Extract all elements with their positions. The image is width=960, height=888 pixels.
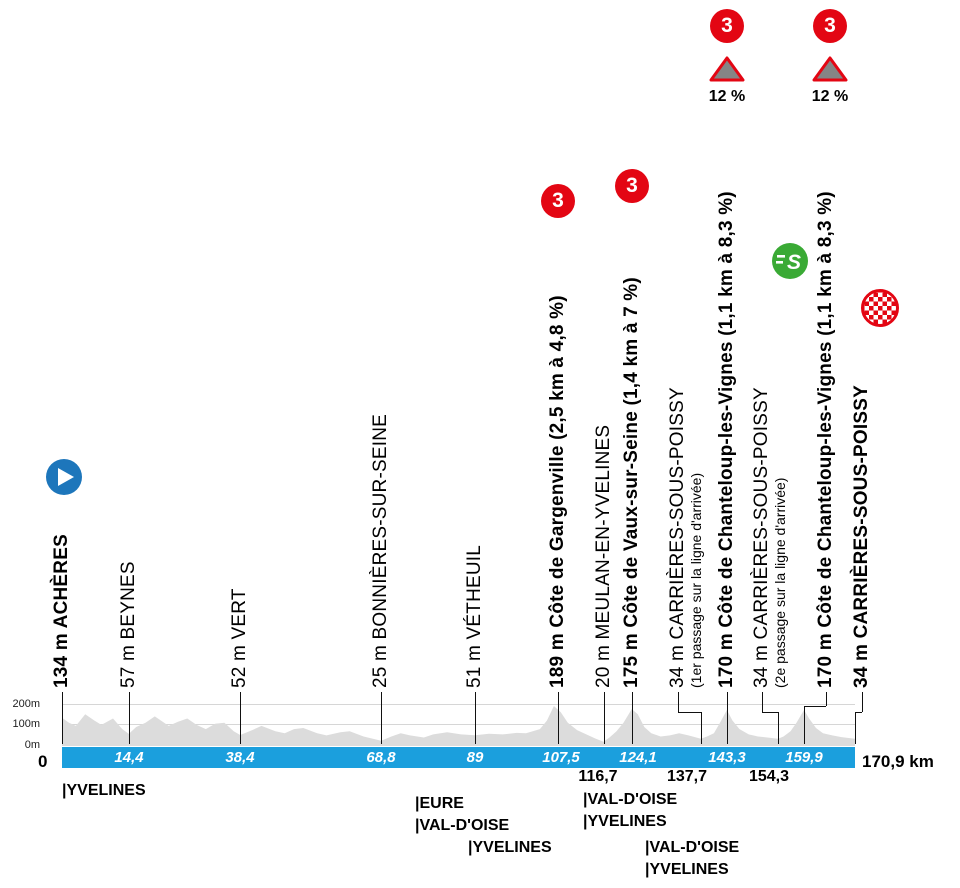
sprint-s-icon: S <box>772 243 808 279</box>
waypoint-text: 52 m VERT <box>229 588 250 688</box>
waypoint-label-carrieres-passage-1: 34 m CARRIÈRES-SOUS-POISSY (1er passage … <box>667 387 704 688</box>
km-mark-below: 154,3 <box>748 768 790 785</box>
start-play-circle-icon <box>46 459 82 495</box>
tick-line <box>381 692 382 744</box>
region-label: |VAL-D'OISE <box>415 817 510 834</box>
badge-number: 3 <box>626 174 638 197</box>
waypoint-text: 189 m Côte de Gargenville (2,5 km à 4,8 … <box>547 295 568 688</box>
waypoint-label-bonnieres: 25 m BONNIÈRES-SUR-SEINE <box>370 413 391 688</box>
waypoint-text: 34 m CARRIÈRES-SOUS-POISSY <box>751 387 772 688</box>
tick-line <box>240 692 241 744</box>
waypoint-subtext: (2e passage sur la ligne d'arrivée) <box>772 477 788 688</box>
badge-number: 3 <box>552 189 564 212</box>
region-label: |EURE <box>415 795 464 812</box>
region-label: |YVELINES <box>645 861 729 878</box>
category-3-badge: 3 <box>813 9 847 43</box>
region-label: |YVELINES <box>583 813 667 830</box>
category-3-badge: 3 <box>710 9 744 43</box>
finish-checkered-circle-icon <box>861 289 899 327</box>
km-mark: 38,4 <box>225 749 255 766</box>
y-axis-label-0m: 0m <box>24 739 40 751</box>
elbow-connector <box>862 692 863 712</box>
km-mark: 143,3 <box>708 749 746 766</box>
waypoint-text: 134 m ACHÈRES <box>51 534 72 688</box>
km-mark: 89 <box>466 749 484 766</box>
steep-gradient-triangle-icon <box>709 56 745 82</box>
waypoint-label-cote-vaux: 175 m Côte de Vaux-sur-Seine (1,4 km à 7… <box>621 277 642 688</box>
tick-line <box>62 692 63 744</box>
waypoint-subtext: (1er passage sur la ligne d'arrivée) <box>688 472 704 688</box>
gradient-label: 12 % <box>811 88 849 105</box>
elbow-connector <box>762 692 763 712</box>
km-mark: 159,9 <box>785 749 823 766</box>
waypoint-text: 25 m BONNIÈRES-SUR-SEINE <box>370 413 391 688</box>
waypoint-text: 34 m CARRIÈRES-SOUS-POISSY <box>667 387 688 688</box>
gradient-label: 12 % <box>708 88 746 105</box>
waypoint-text: 175 m Côte de Vaux-sur-Seine (1,4 km à 7… <box>621 277 642 688</box>
waypoint-label-carrieres-finish: 34 m CARRIÈRES-SOUS-POISSY <box>851 385 872 688</box>
y-axis-label-200m: 200m <box>12 698 40 710</box>
y-axis-label-100m: 100m <box>12 718 40 730</box>
total-distance-label: 170,9 km <box>862 752 934 771</box>
km-mark-below: 116,7 <box>578 768 618 785</box>
gridline-100m <box>62 724 855 725</box>
tick-line <box>475 692 476 744</box>
badge-number: 3 <box>721 14 733 37</box>
tick-line <box>129 692 130 744</box>
svg-text:S: S <box>787 251 801 274</box>
waypoint-text: 170 m Côte de Chanteloup-les-Vignes (1,1… <box>815 191 836 688</box>
category-3-badge: 3 <box>541 184 575 218</box>
tick-line <box>604 692 605 744</box>
elbow-connector <box>855 712 856 744</box>
elbow-connector <box>855 712 862 713</box>
tick-line <box>632 692 633 744</box>
waypoint-text: 170 m Côte de Chanteloup-les-Vignes (1,1… <box>716 191 737 688</box>
waypoint-label-acheres: 134 m ACHÈRES <box>51 534 72 688</box>
elbow-connector <box>678 692 679 712</box>
waypoint-label-vert: 52 m VERT <box>229 588 250 688</box>
elbow-connector <box>778 712 779 744</box>
km-zero-label: 0 <box>38 752 48 771</box>
elevation-area <box>62 706 855 746</box>
waypoint-label-beynes: 57 m BEYNES <box>118 561 139 688</box>
km-mark: 124,1 <box>619 749 657 766</box>
tick-line <box>558 692 559 744</box>
distance-bar: 14,4 38,4 68,8 89 107,5 124,1 143,3 159,… <box>62 747 855 768</box>
steep-gradient-triangle-icon <box>812 56 848 82</box>
elbow-connector <box>701 712 702 744</box>
waypoint-label-carrieres-passage-2: 34 m CARRIÈRES-SOUS-POISSY (2e passage s… <box>751 387 788 688</box>
elbow-connector <box>804 706 826 707</box>
elevation-profile-svg <box>62 706 855 746</box>
region-label: |YVELINES <box>468 839 552 856</box>
waypoint-text: 20 m MEULAN-EN-YVELINES <box>593 424 614 688</box>
km-mark-below: 137,7 <box>666 768 708 785</box>
region-label: |YVELINES <box>62 782 146 799</box>
waypoint-text: 51 m VÉTHEUIL <box>464 544 485 688</box>
gridline-200m <box>62 704 855 705</box>
region-label: |VAL-D'OISE <box>645 839 740 856</box>
waypoint-label-meulan: 20 m MEULAN-EN-YVELINES <box>593 424 614 688</box>
km-mark: 68,8 <box>366 749 396 766</box>
waypoint-label-vetheuil: 51 m VÉTHEUIL <box>464 544 485 688</box>
waypoint-label-cote-chanteloup-2: 170 m Côte de Chanteloup-les-Vignes (1,1… <box>815 191 836 688</box>
waypoint-label-cote-gargenville: 189 m Côte de Gargenville (2,5 km à 4,8 … <box>547 295 568 688</box>
elbow-connector <box>762 712 778 713</box>
waypoint-text: 34 m CARRIÈRES-SOUS-POISSY <box>851 385 872 688</box>
elbow-connector <box>678 712 701 713</box>
elbow-connector <box>826 692 827 706</box>
category-3-badge: 3 <box>615 169 649 203</box>
elbow-connector <box>804 706 805 744</box>
region-label: |VAL-D'OISE <box>583 791 678 808</box>
waypoint-label-cote-chanteloup-1: 170 m Côte de Chanteloup-les-Vignes (1,1… <box>716 191 737 688</box>
km-mark: 14,4 <box>114 749 144 766</box>
km-mark: 107,5 <box>542 749 580 766</box>
tick-line <box>727 692 728 744</box>
badge-number: 3 <box>824 14 836 37</box>
waypoint-text: 57 m BEYNES <box>118 561 139 688</box>
